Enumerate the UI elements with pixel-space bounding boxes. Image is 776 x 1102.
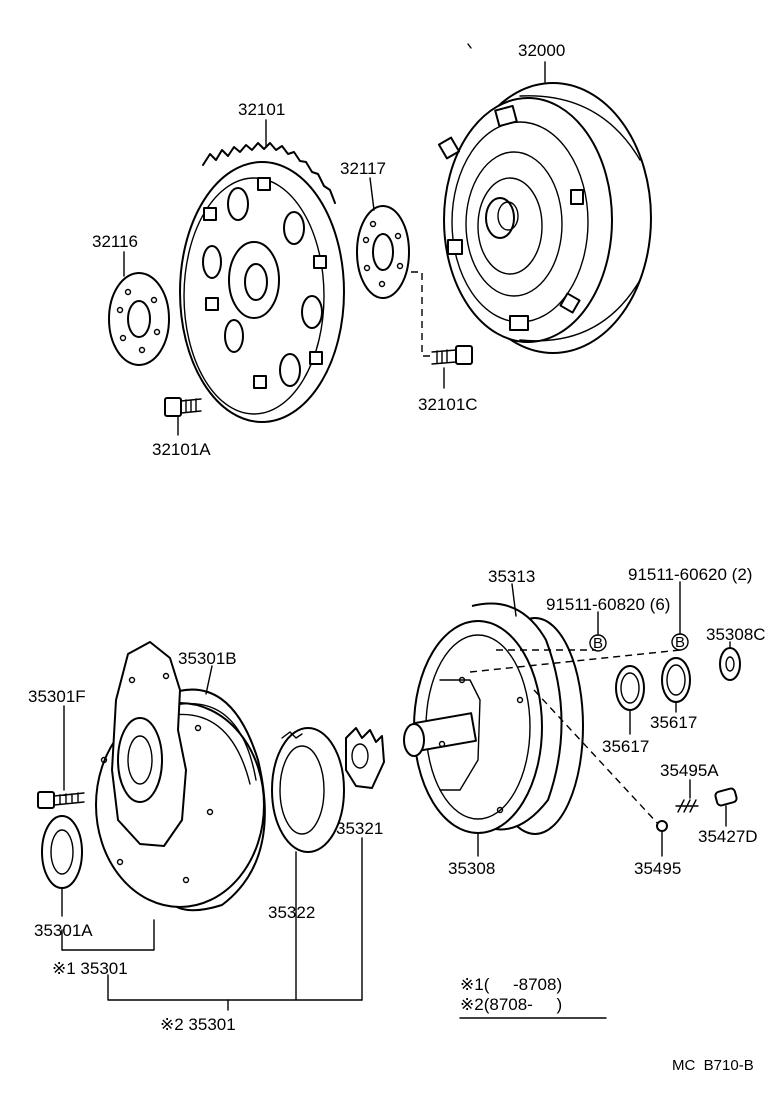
label-32101A: 32101A (152, 440, 211, 459)
oil-seal-35301A (41, 815, 83, 917)
label-91511-60820: 91511-60820 (6) (546, 595, 670, 614)
label-35427D: 35427D (698, 827, 758, 846)
label-35617-b: 35617 (650, 713, 697, 732)
label-35495A: 35495A (660, 761, 719, 780)
bolt-mark-label-a: B (593, 635, 603, 652)
label-35495: 35495 (634, 859, 681, 878)
washer-35308C (719, 641, 741, 681)
label-32000: 32000 (518, 41, 565, 60)
label-35301F: 35301F (28, 687, 86, 706)
reference-code: MC B710-B (672, 1057, 754, 1074)
bolt-mark-label-b: B (675, 634, 685, 651)
label-32101C: 32101C (418, 395, 478, 414)
legend-row-1: ※1( -8708) (460, 975, 562, 994)
legend: ※1( -8708) ※2(8708- ) (460, 975, 562, 1014)
seal-ring-35617-b (661, 657, 691, 713)
bolt-mark-91511-60820 (589, 611, 607, 652)
label-35322: 35322 (268, 903, 315, 922)
label-35308: 35308 (448, 859, 495, 878)
label-k2-35301: ※2 35301 (160, 1015, 236, 1034)
label-35308C: 35308C (706, 625, 766, 644)
drive-gear-35321 (345, 727, 385, 1001)
part-labels: 32000 32101 32117 32116 32101C 32101A 35… (28, 41, 766, 1034)
label-35313: 35313 (488, 567, 535, 586)
label-k1-35301: ※1 35301 (52, 959, 128, 978)
label-91511-60620: 91511-60620 (2) (628, 565, 752, 584)
torque-converter-32000 (437, 82, 652, 354)
top-leaders (123, 43, 546, 277)
label-35617-a: 35617 (602, 737, 649, 756)
bolt-mark-91511-60620 (671, 581, 689, 651)
label-35301B: 35301B (178, 649, 237, 668)
label-32116: 32116 (92, 232, 138, 251)
bolt-35301F (37, 705, 85, 809)
label-32117: 32117 (340, 159, 386, 178)
stator-support-35308 (403, 602, 681, 857)
bottom-leaders (61, 583, 607, 1019)
seal-ring-35617-a (615, 665, 645, 735)
spacer-plate-32117 (356, 205, 410, 299)
drive-plate-32101 (179, 142, 345, 423)
driven-gear-35322 (271, 727, 345, 1001)
plug-35427D (714, 787, 738, 827)
bolt-32101C (411, 271, 473, 389)
bolt-32101A (164, 397, 202, 436)
label-35301A: 35301A (34, 921, 93, 940)
legend-row-2: ※2(8708- ) (460, 995, 562, 1014)
spring-35495A (675, 779, 699, 813)
check-ball-35495 (656, 820, 668, 857)
oil-pump-body-35301B (95, 641, 266, 912)
spacer-plate-32116 (108, 272, 170, 366)
label-32101: 32101 (238, 100, 285, 119)
label-35321: 35321 (336, 819, 383, 838)
